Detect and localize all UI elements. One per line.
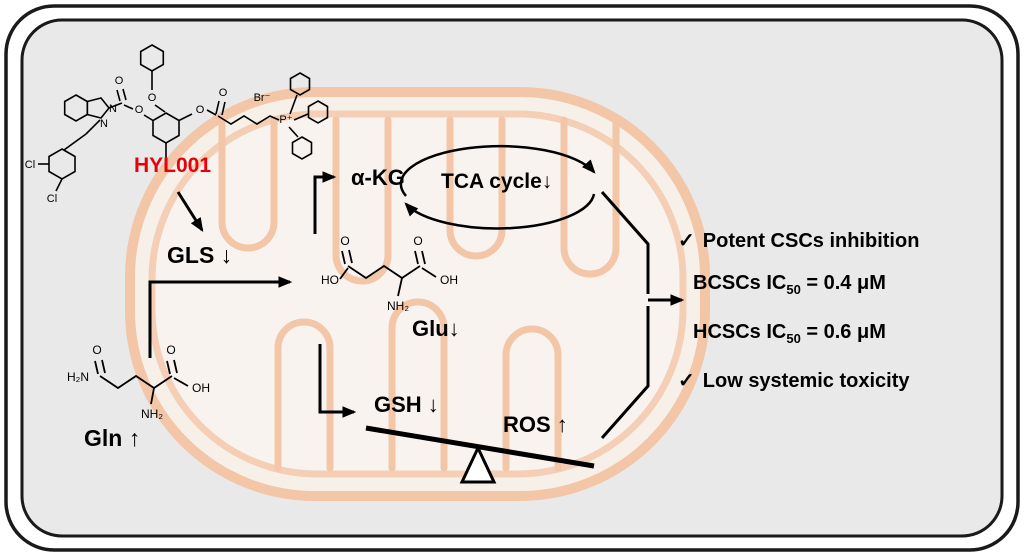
atom-o-ester-left: O <box>135 104 144 116</box>
tca-cycle-arrows <box>399 144 596 230</box>
atom-glu-ho: HO <box>321 273 339 287</box>
tca-cycle-label: TCA cycle↓ <box>441 170 553 193</box>
bcscs-ic50-subscript: 50 <box>786 282 801 297</box>
arrow-glu-to-gsh <box>318 344 357 418</box>
hcscs-ic50-prefix: HCSCs IC <box>693 321 787 343</box>
arrow-hyl001-to-gls <box>176 191 204 232</box>
phenyl-ring-3 <box>291 136 313 160</box>
atom-o-benzyl: O <box>148 92 157 104</box>
atom-cl2: Cl <box>47 193 57 205</box>
mito-cristae <box>218 116 620 472</box>
result-bcscs-ic50: BCSCs IC50 = 0.4 μM <box>678 271 919 302</box>
atom-p: P⁺ <box>279 114 292 126</box>
mitochondrion <box>125 87 710 501</box>
phenyl-ring-1 <box>289 72 311 96</box>
tca-arc-bottom <box>404 193 596 230</box>
tca-arc-top <box>399 144 596 197</box>
checkmark-icon: ✓ <box>678 230 695 252</box>
gln-label: Gln ↑ <box>84 425 141 451</box>
atom-gln-nh2: NH₂ <box>141 407 163 421</box>
alpha-kg-label: α-KG <box>351 165 405 190</box>
arrow-glu-to-akg <box>313 171 337 234</box>
atom-o-ester-right: O <box>196 104 205 116</box>
atom-gln-h2n: H₂N <box>67 370 89 384</box>
atom-n1: N <box>100 118 108 130</box>
atom-gln-o1: O <box>92 343 101 357</box>
atom-glu-oh: OH <box>440 273 458 287</box>
checkmark-icon: ✓ <box>678 370 695 392</box>
gsh-label: GSH ↓ <box>374 392 439 417</box>
atom-o-carbonyl-right: O <box>219 87 228 99</box>
converge-arrows <box>600 191 685 439</box>
atom-glu-o1: O <box>340 234 349 248</box>
glutamate-structure: HO O O OH NH₂ <box>321 234 458 313</box>
result-toxicity-text: Low systemic toxicity <box>702 370 910 392</box>
atom-o-carbonyl-ind: O <box>115 75 124 87</box>
hcscs-ic50-subscript: 50 <box>786 331 801 346</box>
gls-label: GLS ↓ <box>167 242 233 268</box>
atom-br: Br⁻ <box>254 92 271 104</box>
glutamine-structure: H₂N O O OH NH₂ <box>67 343 210 421</box>
atom-gln-oh: OH <box>192 381 210 395</box>
atom-glu-nh2: NH₂ <box>387 299 409 313</box>
phenyl-ring-2 <box>307 100 329 124</box>
arrow-gln-to-glu <box>148 276 293 358</box>
hcscs-ic50-value: = 0.6 μM <box>800 321 886 343</box>
ros-label: ROS ↑ <box>503 412 568 437</box>
result-potency: ✓ Potent CSCs inhibition <box>678 229 919 253</box>
atom-glu-o2: O <box>413 234 422 248</box>
hyl001-label: HYL001 <box>134 154 212 177</box>
result-potency-text: Potent CSCs inhibition <box>702 230 920 252</box>
atom-n2: N <box>109 103 117 115</box>
pathway-arrows <box>148 171 357 418</box>
bcscs-ic50-prefix: BCSCs IC <box>693 272 787 294</box>
converge-from-ros <box>600 306 650 439</box>
result-hcscs-ic50: HCSCs IC50 = 0.6 μM <box>678 320 919 351</box>
converge-from-tca <box>600 191 650 294</box>
mito-inner-membrane <box>148 110 687 478</box>
seesaw-fulcrum <box>459 444 497 484</box>
seesaw <box>365 425 595 484</box>
glu-label: Glu↓ <box>412 316 460 341</box>
results-panel: ✓Potent CSCs inhibition BCSCs IC50 = 0.4… <box>678 229 919 411</box>
atom-cl1: Cl <box>25 159 35 171</box>
bcscs-ic50-value: = 0.4 μM <box>800 272 886 294</box>
atom-gln-o2: O <box>166 343 175 357</box>
indazole-pyrazole-ring <box>86 97 111 119</box>
seesaw-plank <box>365 425 595 469</box>
result-toxicity: ✓ Low systemic toxicity <box>678 369 919 393</box>
hyl001-structure: O O O N N Cl Cl O O P⁺ Br⁻ <box>25 44 329 205</box>
